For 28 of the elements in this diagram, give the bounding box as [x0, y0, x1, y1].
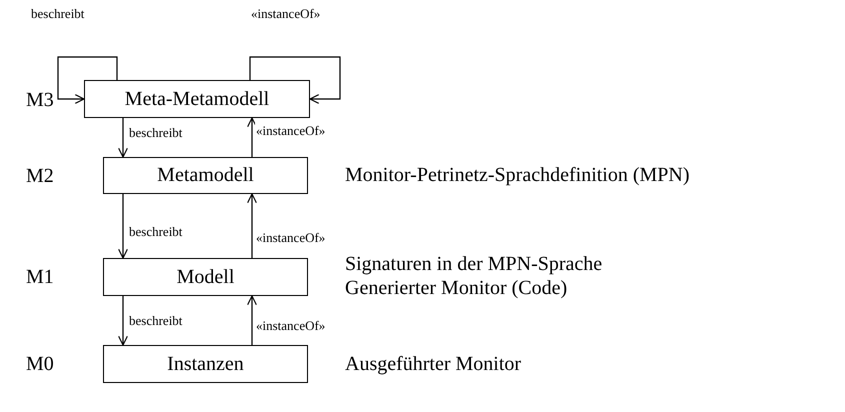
edge-label: «instanceOf» — [250, 6, 322, 21]
edge-label: «instanceOf» — [255, 318, 326, 333]
level-description: Generierter Monitor (Code) — [345, 276, 568, 300]
level-box: Modell — [103, 258, 308, 296]
level-label: M1 — [26, 265, 54, 289]
level-description: Ausgeführter Monitor — [345, 352, 522, 376]
level-box: Instanzen — [103, 345, 308, 383]
arrow — [57, 56, 118, 104]
edge-label: beschreibt — [128, 224, 184, 239]
arrow — [246, 295, 258, 345]
level-label: M2 — [26, 164, 54, 188]
arrow — [249, 56, 341, 104]
level-box: Metamodell — [103, 157, 308, 194]
arrow — [118, 194, 128, 259]
arrow — [246, 117, 258, 157]
level-label: M3 — [26, 88, 54, 112]
level-description: Monitor-Petrinetz-Sprachdefinition (MPN) — [345, 163, 690, 187]
edge-label: «instanceOf» — [255, 123, 326, 138]
level-description: Signaturen in der MPN-Sprache — [345, 252, 602, 276]
level-box: Meta-Metamodell — [84, 80, 310, 118]
edge-label: «instanceOf» — [255, 230, 326, 245]
edge-label: beschreibt — [128, 313, 184, 328]
arrow — [118, 296, 128, 346]
arrow — [246, 193, 258, 258]
arrow — [118, 118, 128, 158]
level-label: M0 — [26, 352, 54, 376]
edge-label: beschreibt — [30, 6, 86, 21]
edge-label: beschreibt — [128, 125, 184, 140]
